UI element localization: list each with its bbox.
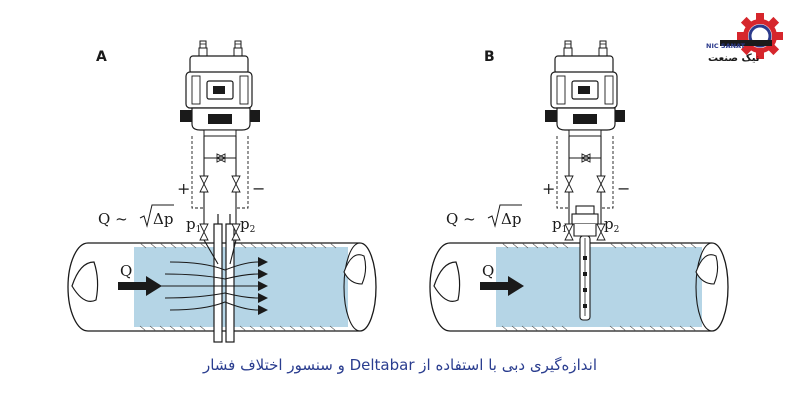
formula-q-b: Q ~ xyxy=(446,210,480,228)
flow-arrow-b xyxy=(480,276,524,296)
panel-a: A xyxy=(67,40,377,343)
p1-label-b: p1 xyxy=(552,215,567,235)
flow-arrowheads xyxy=(258,257,268,315)
flow-arrow-a xyxy=(118,276,162,296)
sqrt-icon xyxy=(487,204,522,228)
logo-latin: NIC SANAT xyxy=(706,42,746,50)
p1-label-a: p1 xyxy=(186,215,201,235)
minus-sign-a: − xyxy=(252,179,265,198)
figure-caption: اندازه‌گیری دبی با استفاده از Deltabar و… xyxy=(202,356,597,374)
sqrt-icon xyxy=(139,204,174,228)
fluid-a xyxy=(134,247,348,327)
fluid-b xyxy=(496,247,702,327)
orifice-plate xyxy=(213,214,235,343)
p2-label-a: p2 xyxy=(240,215,255,235)
formula-b: Q ~ Δp xyxy=(446,204,522,228)
panel-b: B Q xyxy=(429,40,729,332)
plus-sign-b: + xyxy=(542,179,555,198)
flow-label-a: Q xyxy=(120,262,132,280)
pipe-a xyxy=(67,242,377,332)
panel-a-label: A xyxy=(96,49,107,65)
minus-sign-b: − xyxy=(617,179,630,198)
formula-dp-a: Δp xyxy=(153,210,173,228)
formula-a: Q ~ Δp xyxy=(98,204,174,228)
formula-dp-b: Δp xyxy=(501,210,521,228)
pipe-b xyxy=(429,242,729,332)
plus-sign-a: + xyxy=(177,179,190,198)
transmitter-a xyxy=(179,40,261,265)
flow-label-b: Q xyxy=(482,262,494,280)
pitot-probe xyxy=(571,205,599,321)
nic-sanat-logo: NIC SANAT نیک صنعت xyxy=(706,13,783,64)
formula-q-a: Q ~ xyxy=(98,210,132,228)
flow-streamlines xyxy=(160,261,259,311)
panel-b-label: B xyxy=(484,49,495,65)
p2-label-b: p2 xyxy=(604,215,619,235)
logo-persian: نیک صنعت xyxy=(708,53,760,64)
